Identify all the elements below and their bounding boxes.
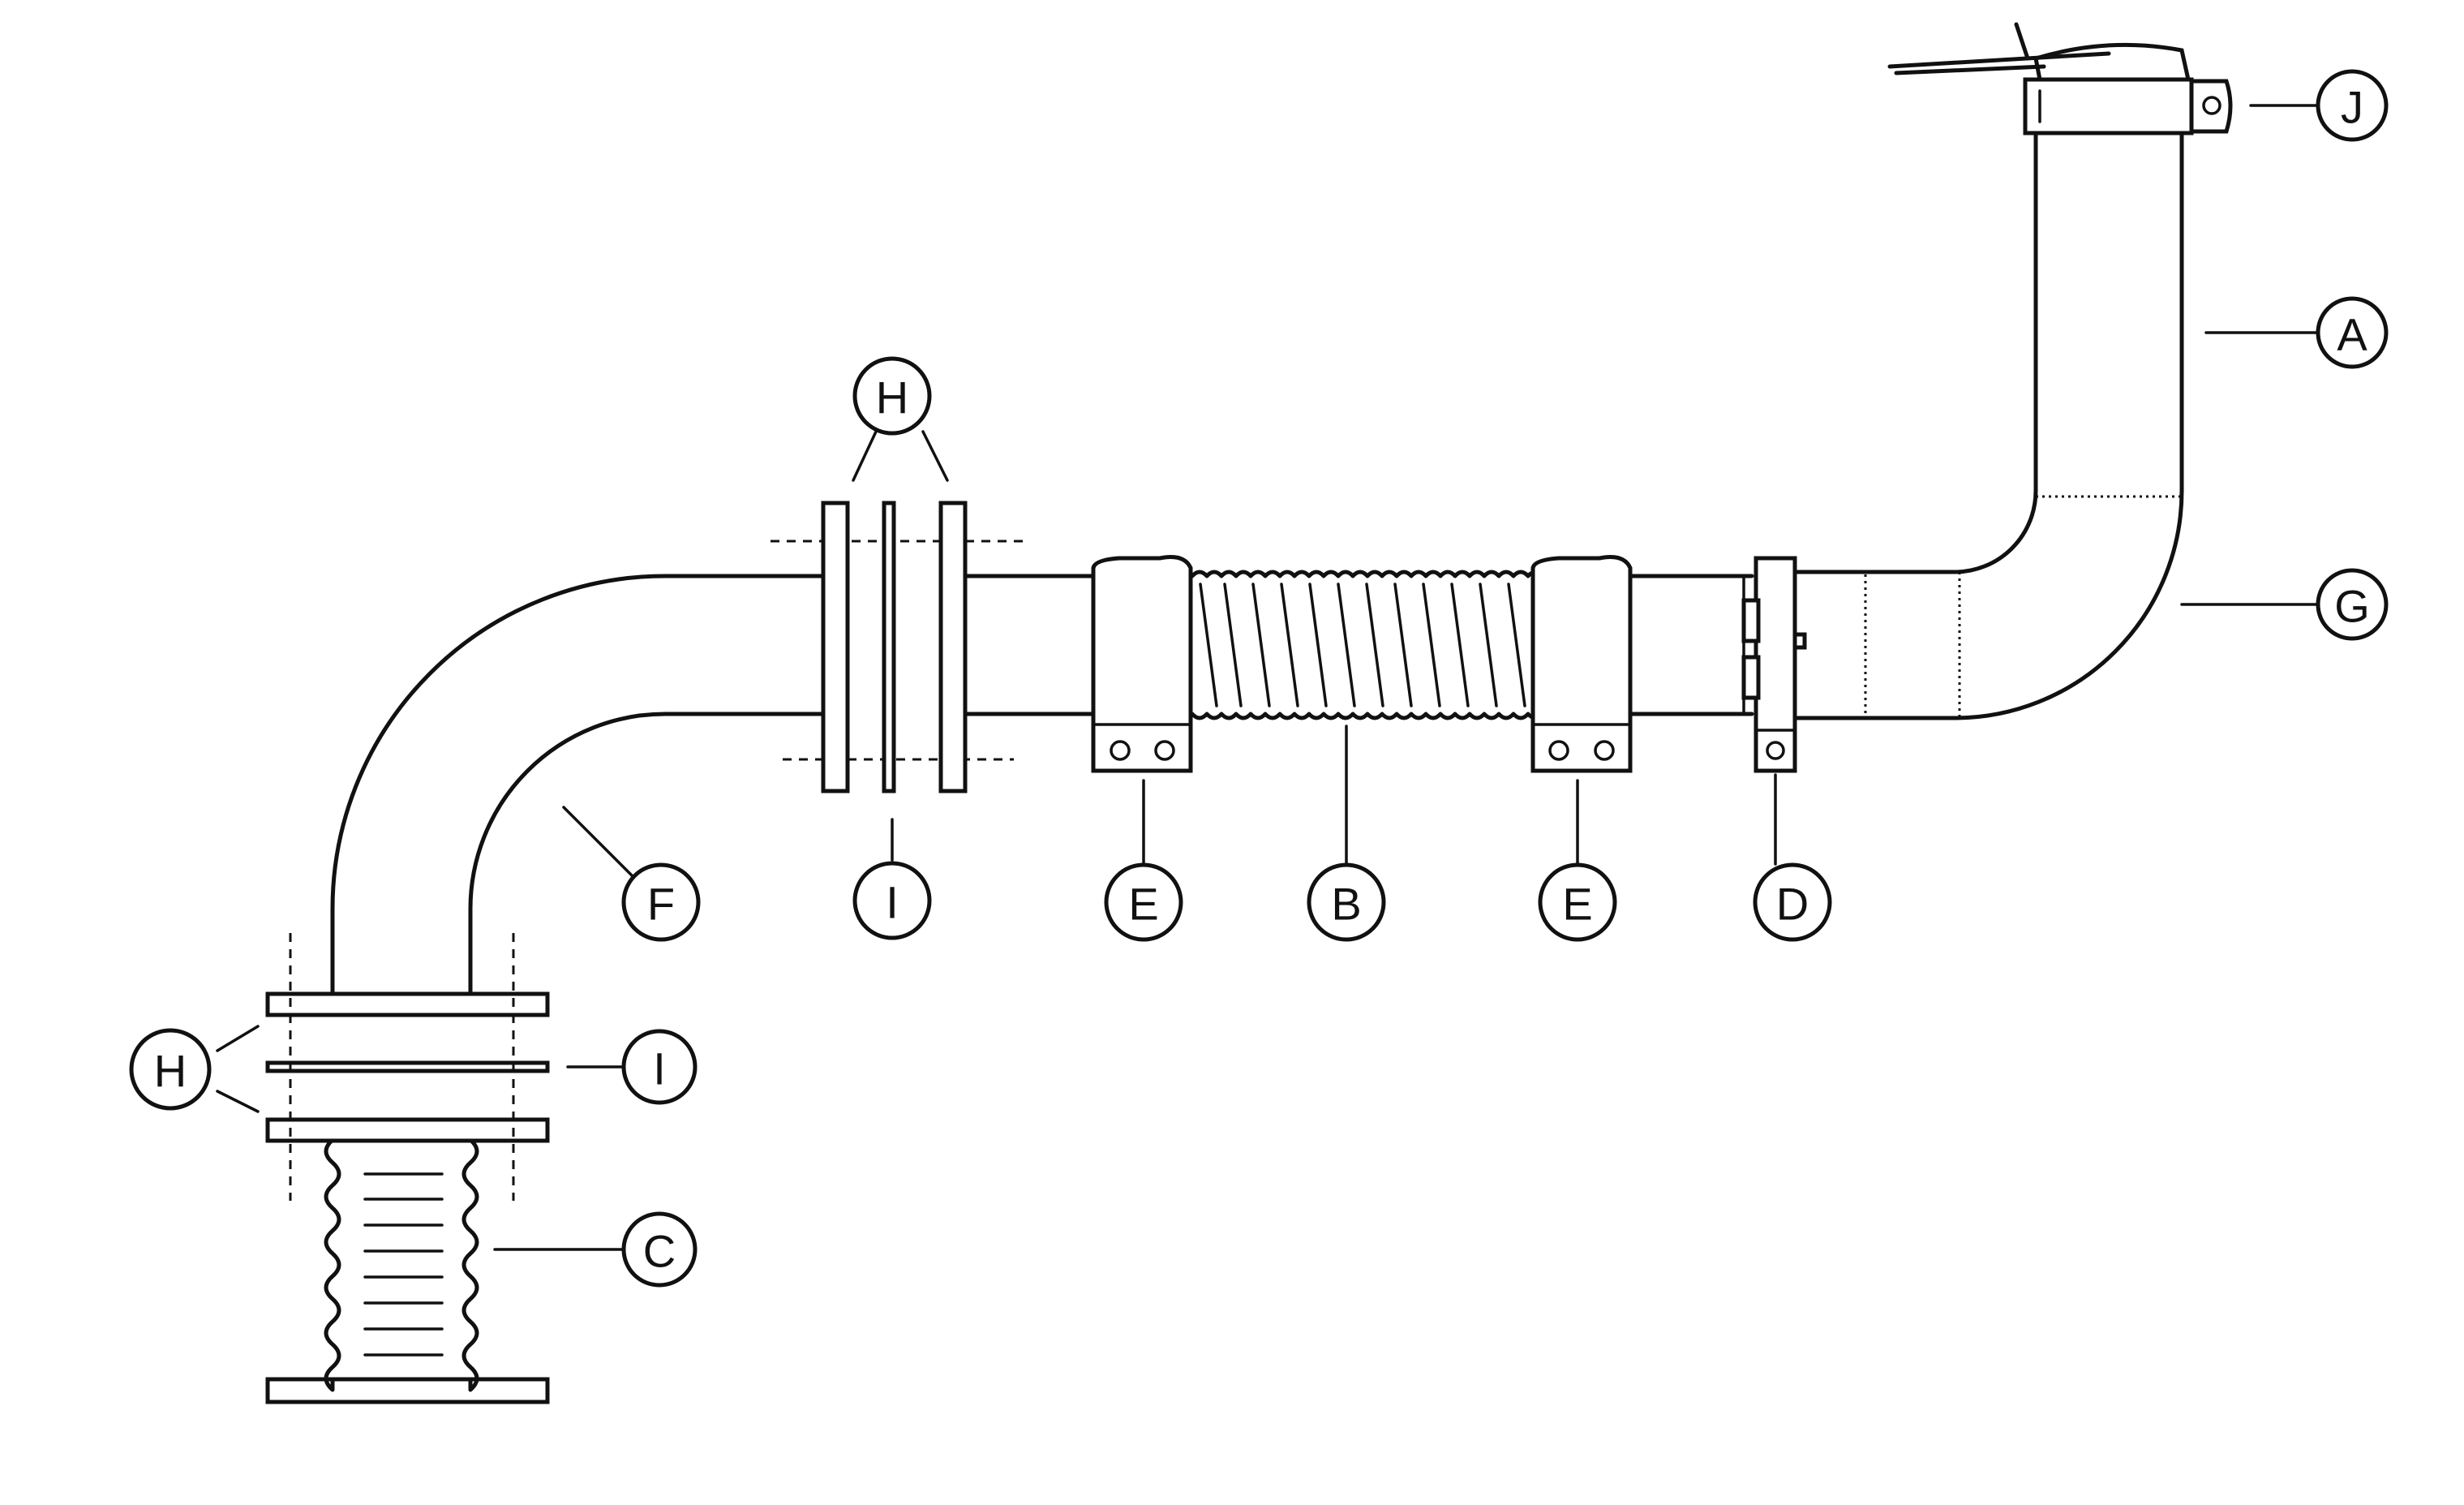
lower-flange-bottom (265, 1117, 550, 1143)
callout-E-left: E (1104, 862, 1183, 942)
lower-flange-top (265, 991, 550, 1017)
callout-label-D: D (1776, 879, 1809, 930)
callout-H-bottom: H (129, 1028, 212, 1111)
callout-label-G: G (2334, 581, 2370, 632)
callout-E-right: E (1538, 862, 1617, 942)
callout-I-top: I (852, 861, 932, 940)
horizontal-pipe-section (963, 574, 1097, 716)
horizontal-pipe-section-2 (1628, 574, 1754, 716)
callout-D: D (1753, 862, 1832, 942)
callout-A: A (2316, 296, 2389, 369)
callout-label-I-top: I (886, 877, 899, 928)
lower-elbow (330, 574, 826, 996)
callout-label-H-top: H (876, 372, 908, 424)
callout-J: J (2316, 69, 2389, 142)
upper-flange-left (821, 501, 850, 793)
callout-label-B: B (1331, 879, 1361, 930)
single-bolt-clamp (1741, 556, 1807, 773)
flap-cap-clamp (1887, 22, 2233, 135)
callout-C: C (621, 1211, 698, 1288)
callout-I-bottom: I (621, 1029, 698, 1105)
upper-elbow (1792, 131, 2184, 720)
callout-G: G (2316, 568, 2389, 641)
bellows-expansion-joint (265, 1137, 550, 1404)
lower-flange-assembly (265, 933, 550, 1201)
callout-leaders (216, 104, 2321, 1251)
upper-gasket (882, 501, 896, 793)
flexible-corrugated-hose (1190, 570, 1589, 720)
callout-B: B (1307, 862, 1386, 942)
callout-F: F (621, 862, 701, 942)
lower-gasket (265, 1060, 550, 1073)
double-bolt-clamp-left (1091, 555, 1193, 773)
callout-label-A: A (2337, 309, 2367, 360)
double-bolt-clamp-right (1530, 555, 1633, 773)
upper-flange-assembly (771, 501, 1026, 793)
callout-label-J: J (2341, 82, 2363, 133)
callout-label-I-bottom: I (653, 1043, 666, 1094)
callout-label-H-bottom: H (154, 1046, 187, 1097)
callout-label-E-left: E (1128, 879, 1158, 930)
upper-flange-right (938, 501, 968, 793)
callout-label-C: C (643, 1226, 676, 1277)
callout-H-top: H (852, 356, 932, 436)
callout-label-F: F (647, 879, 675, 930)
callout-label-E-right: E (1562, 879, 1592, 930)
